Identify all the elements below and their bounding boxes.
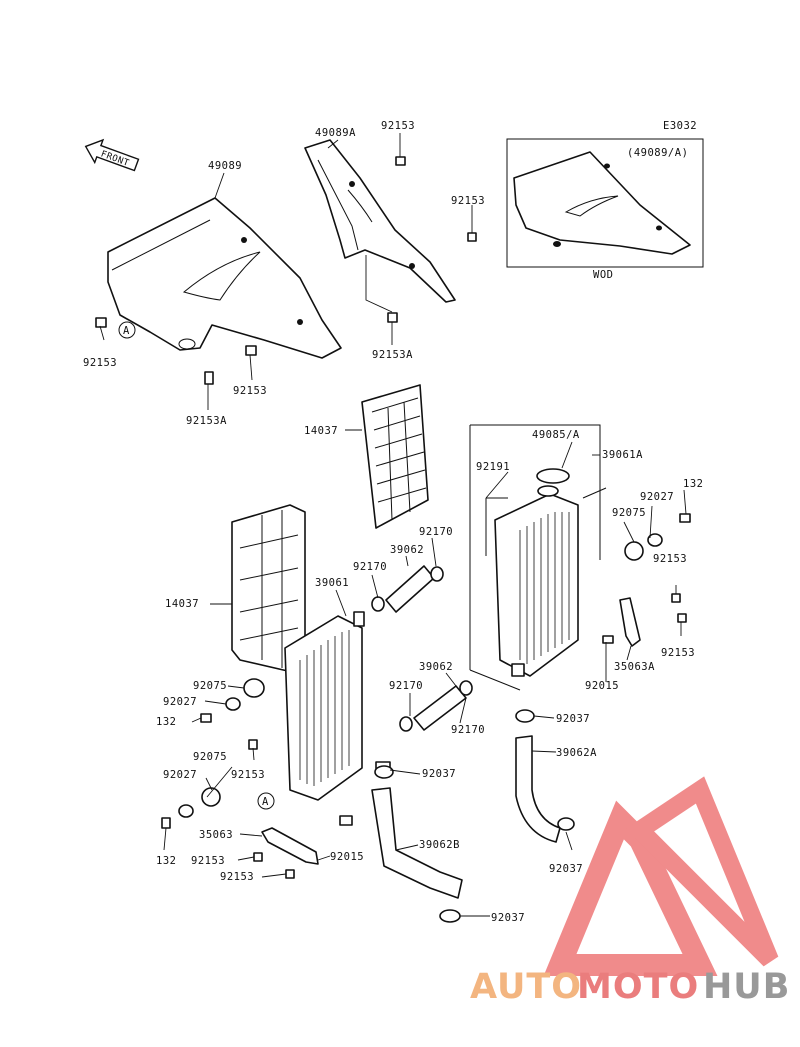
svg-text:A: A	[262, 796, 269, 808]
label-92037-b: 92037	[422, 768, 456, 780]
label-49089: 49089	[208, 160, 242, 172]
inset-box: (49089/A) WOD	[506, 138, 704, 281]
label-92153-left2: 92153	[231, 769, 265, 781]
watermark-auto: AUTO	[470, 967, 582, 1007]
clamps	[339, 635, 614, 826]
label-14037-left: 14037	[165, 598, 199, 610]
watermark-triangle-2	[625, 776, 779, 967]
front-arrow: FRONT	[84, 138, 140, 172]
label-132-right: 132	[683, 478, 703, 490]
label-92075-left2: 92075	[193, 751, 227, 763]
label-92015-left: 92015	[330, 851, 364, 863]
label-92075-left1: 92075	[193, 680, 227, 692]
label-92037-d: 92037	[491, 912, 525, 924]
label-132-left1: 132	[156, 716, 176, 728]
radiator-right-frame	[469, 424, 601, 670]
callout-a-1: A	[118, 321, 136, 339]
label-39062-lower: 39062	[419, 661, 453, 673]
radiator-right-fins	[519, 512, 570, 664]
label-39061a: 39061A	[602, 449, 643, 461]
label-92153-r2: 92153	[661, 647, 695, 659]
label-92153a-upper: 92153A	[372, 349, 413, 361]
inset-caption: WOD	[593, 269, 613, 281]
label-92153-right: 92153	[451, 195, 485, 207]
watermark-triangle	[543, 800, 718, 976]
label-35063: 35063	[199, 829, 233, 841]
radiator-left-fins	[299, 630, 350, 786]
label-132-left2: 132	[156, 855, 176, 867]
label-39061: 39061	[315, 577, 349, 589]
label-92153-mid: 92153	[233, 385, 267, 397]
label-39062a: 39062A	[556, 747, 597, 759]
label-92170-b: 92170	[353, 561, 387, 573]
label-14037-upper: 14037	[304, 425, 338, 437]
label-92027-left2: 92027	[163, 769, 197, 781]
watermark-hub: HUB	[703, 967, 790, 1007]
svg-text:A: A	[123, 325, 130, 337]
label-92170-c: 92170	[389, 680, 423, 692]
label-92153a-lower: 92153A	[186, 415, 227, 427]
watermark-moto: MOTO	[577, 967, 699, 1007]
leader-lines	[99, 133, 687, 917]
label-92075-right: 92075	[612, 507, 646, 519]
radiator-shroud-left	[107, 197, 342, 359]
radiator-right	[494, 468, 579, 677]
label-39062b: 39062B	[419, 839, 460, 851]
label-92153-b2: 92153	[220, 871, 254, 883]
label-92170-a: 92170	[419, 526, 453, 538]
radiator-shroud-right	[304, 139, 456, 303]
diagram-code: E3032	[663, 120, 697, 132]
hose-upper	[371, 565, 444, 613]
label-92153-top: 92153	[381, 120, 415, 132]
hose-a	[515, 735, 561, 843]
label-92170-d: 92170	[451, 724, 485, 736]
label-92153-left: 92153	[83, 357, 117, 369]
watermark-logo: AUTO MOTO HUB	[470, 776, 790, 1007]
radiator-cap	[536, 468, 570, 484]
label-49089a: 49089A	[315, 127, 356, 139]
label-49085a: 49085/A	[532, 429, 580, 441]
bracket-35063	[261, 827, 319, 865]
label-92037-a: 92037	[556, 713, 590, 725]
grommets	[178, 533, 663, 818]
label-92153-r1: 92153	[653, 553, 687, 565]
label-92037-c: 92037	[549, 863, 583, 875]
overflow-tube	[485, 497, 508, 556]
inset-title: (49089/A)	[627, 147, 688, 159]
louver-upper	[361, 384, 429, 529]
part-labels: 49089 49089A 92153 92153 92153A 92153 92…	[83, 120, 703, 924]
label-35063a: 35063A	[614, 661, 655, 673]
radiator-left	[284, 611, 391, 801]
label-39062-upper: 39062	[390, 544, 424, 556]
callout-a-2: A	[257, 792, 275, 810]
hose-b	[371, 787, 463, 899]
label-92153-b1: 92153	[191, 855, 225, 867]
bracket-35063a	[619, 597, 641, 647]
label-92027-left1: 92027	[163, 696, 197, 708]
label-92027-right: 92027	[640, 491, 674, 503]
label-92015-right: 92015	[585, 680, 619, 692]
label-92191: 92191	[476, 461, 510, 473]
